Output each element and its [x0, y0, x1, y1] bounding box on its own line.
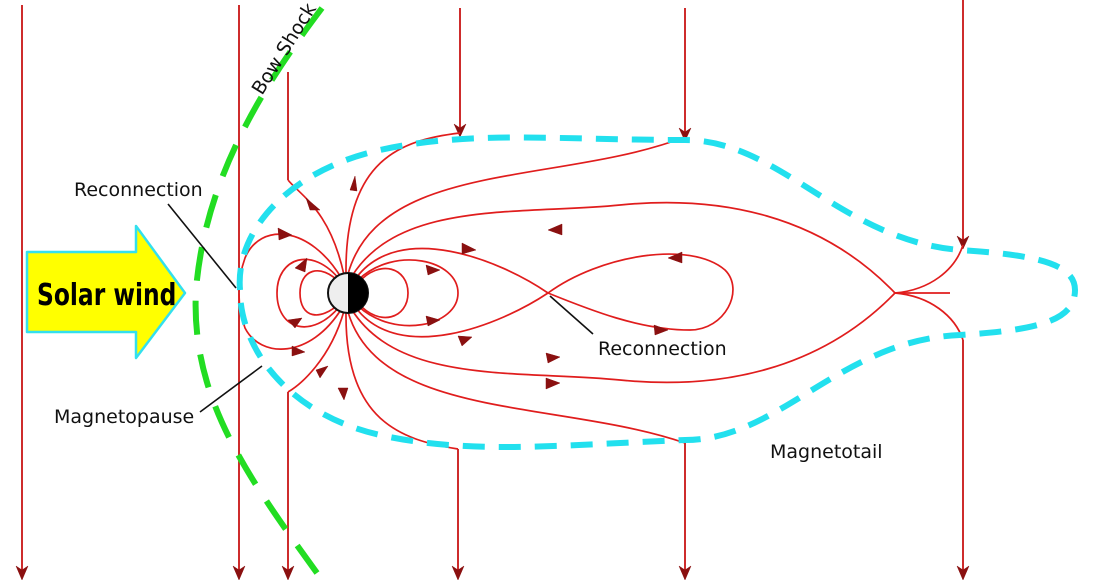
arrow-dayside-open-lower — [291, 345, 306, 357]
dayside-loop-small — [299, 270, 341, 316]
arrow-dayside-loop-medium — [294, 257, 308, 273]
lobe-line-lower-288 — [287, 310, 345, 393]
imf-arrow-5 — [678, 127, 692, 142]
imf-arrow-3 — [281, 565, 295, 581]
magnetotail-label: Magnetotail — [770, 441, 883, 463]
arrow-night-loop-small — [425, 264, 441, 276]
planetary-field-arrowheads — [277, 175, 683, 401]
half-lit-planet-icon — [327, 272, 369, 314]
plasmoid-loop — [547, 253, 734, 331]
leader-reconnection-tail — [549, 295, 594, 335]
arrow-night-loop-medium-lower — [425, 315, 441, 327]
bow-shock-label: Bow Shock — [248, 0, 321, 99]
arrow-lobe-lower-685 — [545, 377, 561, 390]
arrow-plasmoid-upper — [667, 251, 683, 264]
arrow-tail-lower — [545, 352, 561, 364]
imf-arrow-4b — [451, 565, 465, 581]
imf-arrowheads — [15, 123, 970, 581]
tail-line-upper — [351, 201, 896, 294]
arrow-lobe-lower-288 — [315, 365, 329, 379]
night-loop-small — [357, 267, 409, 319]
arrow-dayside-open-upper — [277, 227, 293, 241]
lobe-line-upper-685 — [347, 136, 686, 275]
far-xline-upper-right — [894, 244, 964, 294]
imf-arrow-5b — [678, 565, 692, 581]
arrow-tail-upper — [547, 223, 563, 236]
arrow-plasmoid-lower — [653, 324, 669, 336]
right-arrow-icon — [25, 224, 187, 360]
night-loop-medium — [357, 259, 459, 327]
night-closed-to-xline-lower — [355, 292, 549, 338]
imf-lines — [21, 0, 964, 572]
solar-wind-arrow: Solar wind — [25, 224, 187, 360]
magnetopause-boundary — [236, 134, 1079, 450]
lobe-line-upper-460 — [345, 132, 461, 274]
solar-wind-label: Solar wind — [37, 278, 176, 313]
arrow-closed-lower — [457, 335, 473, 347]
lobe-line-lower-685 — [347, 311, 686, 444]
magnetopause-label: Magnetopause — [54, 406, 194, 428]
leader-reconnection-dayside — [167, 203, 237, 289]
arrow-lobe-upper-460 — [349, 175, 358, 192]
reconnection-dayside-label: Reconnection — [74, 179, 203, 201]
tail-line-lower — [351, 292, 896, 384]
arrow-dayside-loop-small — [287, 317, 303, 329]
arrow-lobe-lower-460 — [337, 387, 349, 401]
imf-arrow-1 — [15, 565, 29, 581]
arrow-night-loop-medium-upper — [461, 242, 477, 255]
imf-arrow-6b — [956, 565, 970, 581]
reconnection-tail-label: Reconnection — [598, 338, 727, 360]
planet-night-side — [348, 273, 368, 313]
imf-arrow-6 — [956, 235, 970, 250]
leader-lines — [167, 203, 594, 413]
dayside-loop-medium — [276, 258, 341, 328]
arrow-lobe-upper-288 — [305, 197, 321, 211]
leader-magnetopause — [199, 365, 263, 413]
night-closed-to-xline-upper — [355, 247, 549, 294]
imf-arrow-2 — [232, 565, 246, 581]
